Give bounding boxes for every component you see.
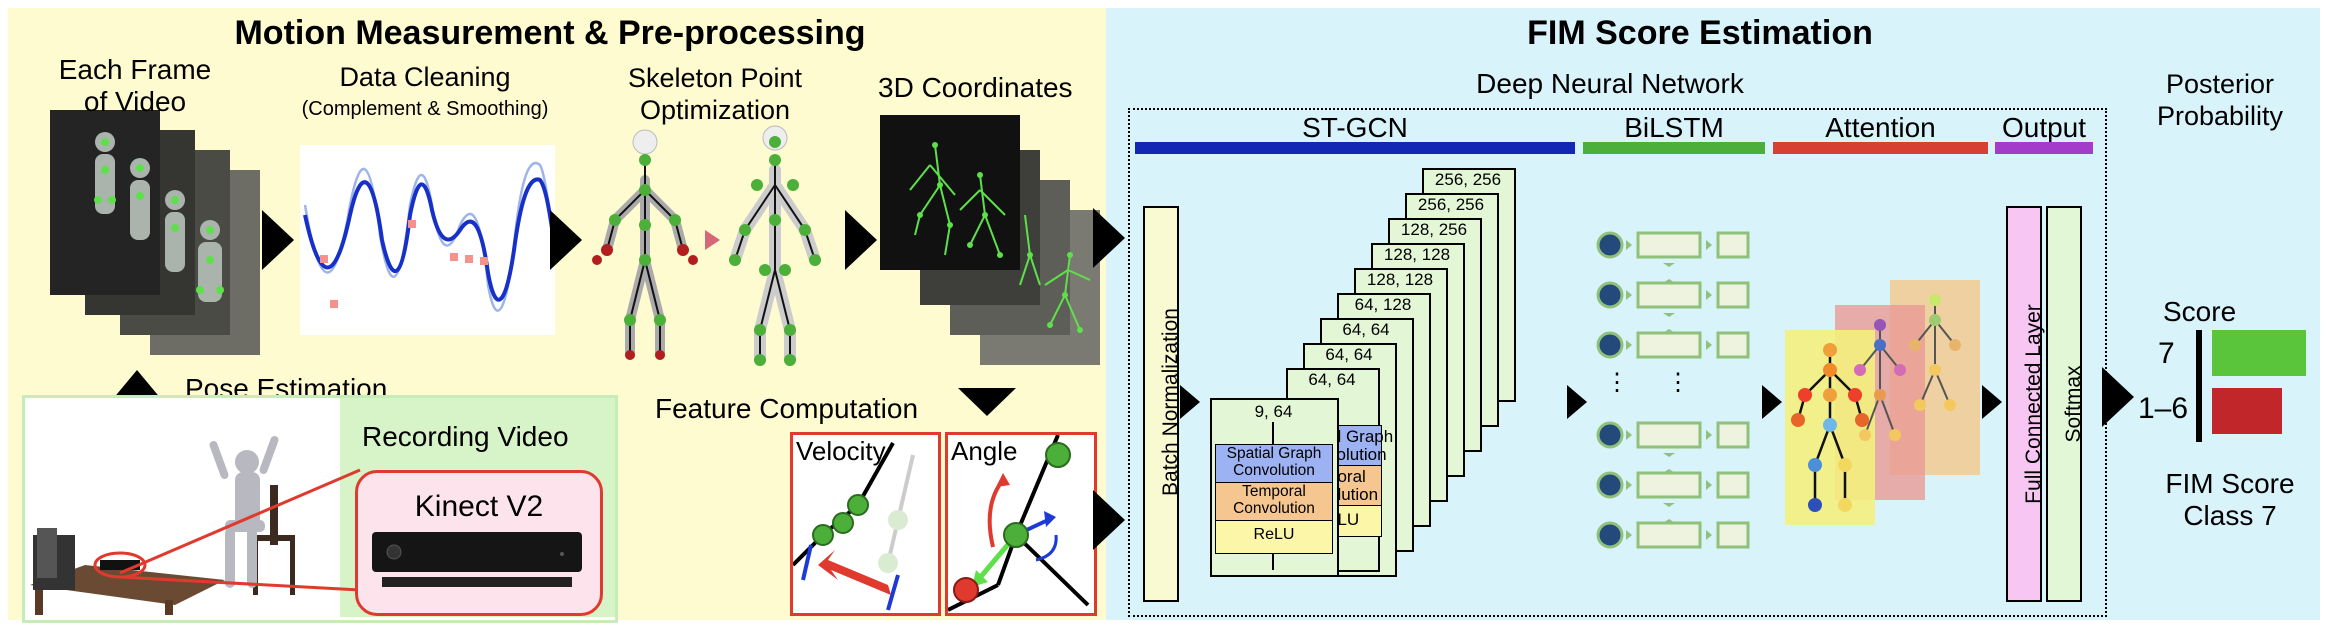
arrow-right-1: [262, 210, 294, 270]
stgcn-label: ST-GCN: [1302, 112, 1408, 143]
score-label: Score: [2163, 296, 2237, 327]
posterior-title-line-2: Probability: [2156, 101, 2284, 131]
back-fragment-1: al Graph: [1328, 427, 1394, 446]
layer-relu-label: ReLU: [1253, 526, 1295, 543]
dnn-label: Deep Neural Network: [1476, 68, 1744, 99]
class-a-label: 7: [2158, 337, 2175, 370]
softmax-box: [2046, 206, 2082, 602]
kinect-callout-lines: [119, 468, 361, 592]
arrow-right-3: [845, 210, 877, 270]
cleaning-plot: [300, 145, 555, 335]
video-frames: [50, 110, 260, 355]
block-1-dim: 9, 64: [1254, 402, 1293, 421]
coords-label: 3D Coordinates: [878, 72, 1073, 103]
posterior-title: Posterior Probability: [2120, 68, 2320, 132]
skeleton-figures: [592, 125, 821, 366]
lstm-ellipsis-1: ⋮: [1605, 369, 1629, 396]
arrow-attn-to-fc: [1982, 385, 2002, 419]
frame-label-line-2: of Video: [83, 86, 187, 117]
block-7-dim: 128, 128: [1383, 245, 1451, 264]
fim-result: FIM Score Class 7: [2140, 468, 2320, 532]
score-bar-high: [2212, 330, 2306, 376]
recording-scene: [30, 435, 295, 615]
frame-label-line-1: Each Frame: [58, 54, 212, 85]
fim-result-line-1: FIM Score: [2165, 468, 2295, 499]
output-bar: [1995, 142, 2093, 154]
back-fragment-4: olution: [1328, 485, 1379, 504]
stgcn-bar: [1135, 142, 1575, 154]
feature-label: Feature Computation: [655, 393, 919, 424]
posterior-title-line-1: Posterior: [2165, 69, 2275, 99]
back-fragment-2: volution: [1328, 445, 1387, 464]
score-bar-low: [2212, 388, 2282, 434]
layer-tc-label: Temporal Convolution: [1233, 483, 1315, 517]
arrow-up-pose: [112, 370, 162, 400]
angle-label: Angle: [951, 436, 1018, 466]
skeleton-label: Skeleton Point Optimization: [595, 62, 835, 126]
skeleton-label-line-1: Skeleton Point: [627, 63, 803, 93]
layer-sgc-label: Spatial Graph Convolution: [1226, 445, 1322, 479]
attention-skeletons: [1785, 280, 1980, 525]
bilstm-bar: [1583, 142, 1765, 154]
angle-diagram: [948, 435, 1090, 612]
stgcn-block-stack: 256, 256 256, 256 128, 256 128, 128 128,…: [1200, 160, 1520, 600]
arrow-lstm-to-attn: [1762, 385, 1782, 419]
attention-bar: [1773, 142, 1988, 154]
block-9-dim: 256, 256: [1417, 195, 1485, 214]
softmax-label: Softmax: [2062, 365, 2085, 443]
output-label: Output: [2001, 112, 2087, 143]
skeleton-label-line-2: Optimization: [639, 95, 791, 125]
velocity-label: Velocity: [796, 436, 886, 466]
left-panel-title: Motion Measurement & Pre-processing: [234, 14, 866, 52]
class-b-label: 1–6: [2138, 392, 2189, 425]
arrow-down-feature: [958, 388, 1016, 416]
recording-label: Recording Video: [362, 421, 569, 452]
velocity-box: [790, 432, 941, 616]
velocity-diagram: [793, 442, 915, 611]
layer-relu: [1215, 520, 1333, 554]
block-2-dim: 64, 64: [1308, 370, 1356, 389]
block-8-dim: 128, 256: [1400, 220, 1468, 239]
bilstm-grid: [1596, 231, 1750, 549]
arrow-gcn-to-lstm: [1567, 385, 1587, 419]
arrow-right-5: [1093, 490, 1125, 550]
block-4-dim: 64, 64: [1342, 320, 1390, 339]
bilstm-label: BiLSTM: [1624, 112, 1724, 143]
block-5-dim: 64, 128: [1354, 295, 1412, 314]
right-panel-title: FIM Score Estimation: [1527, 14, 1873, 52]
arrow-right-4: [1093, 208, 1125, 268]
arrow-right-2: [550, 210, 582, 270]
score-axis: [2196, 330, 2202, 442]
fim-result-line-2: Class 7: [2183, 500, 2277, 531]
front-arrow-in: [1272, 422, 1274, 444]
kinect-label: Kinect V2: [414, 490, 544, 523]
fc-layer-box: [2006, 206, 2042, 602]
attention-label: Attention: [1825, 112, 1936, 143]
dnn-frame: [1128, 108, 2107, 617]
block-6-dim: 128, 128: [1366, 270, 1434, 289]
block-3-dim: 64, 64: [1325, 345, 1373, 364]
block-10-dim: 256, 256: [1434, 170, 1502, 189]
lstm-ellipsis-2: ⋮: [1666, 369, 1690, 396]
cleaning-sub: (Complement & Smoothing): [301, 98, 549, 120]
arrow-to-posterior: [2102, 367, 2134, 427]
cleaning-label: Data Cleaning: [339, 62, 511, 92]
frame-label: Each Frame of Video: [55, 54, 215, 118]
kinect-device: [372, 532, 582, 587]
coords-frames: [880, 115, 1100, 365]
fc-layer-label: Full Connected Layer: [2022, 304, 2045, 504]
batch-norm-box: [1143, 206, 1179, 602]
arrow-bn-to-gcn: [1180, 385, 1200, 419]
front-arrow-out: [1272, 554, 1274, 570]
